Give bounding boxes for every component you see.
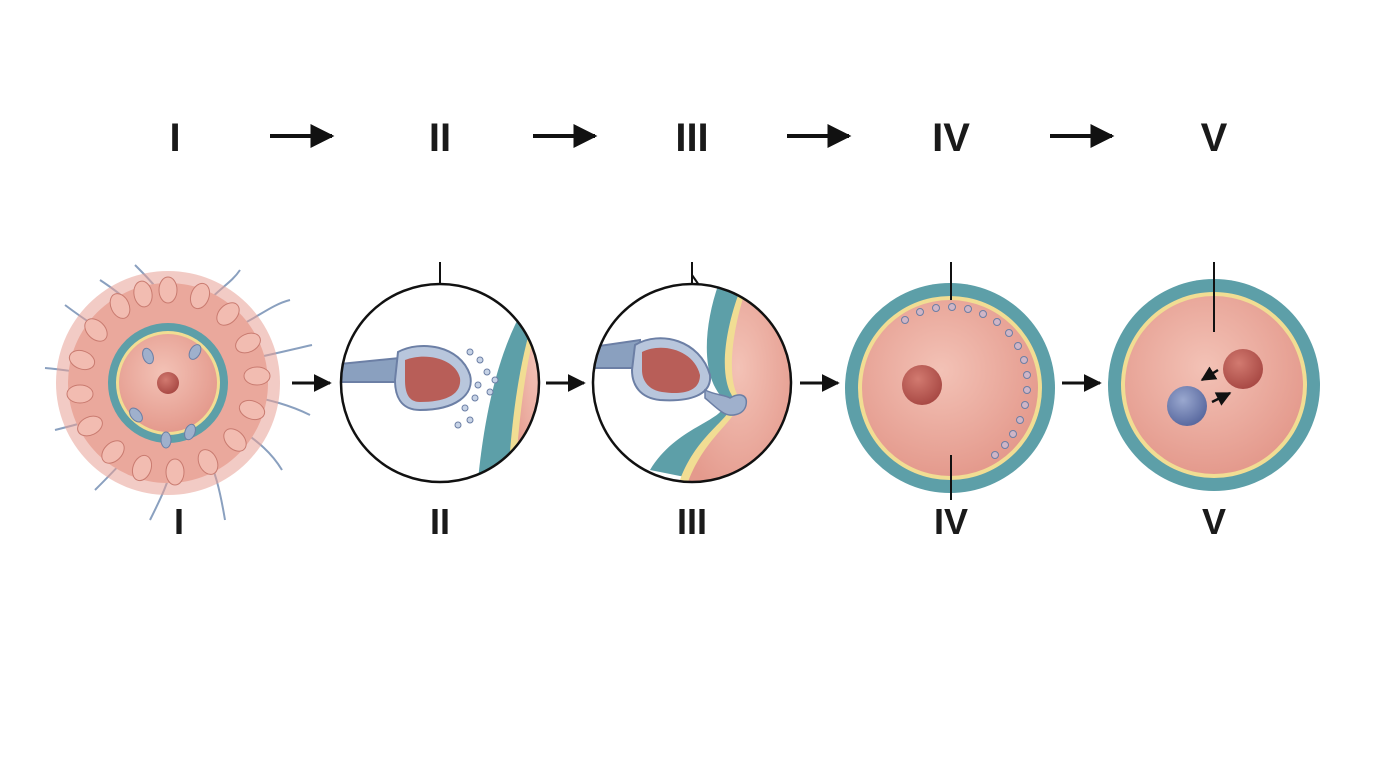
pronucleus-arrow-2 bbox=[1211, 391, 1232, 406]
fusion-site bbox=[704, 388, 748, 416]
pronucleus-arrow-1 bbox=[1200, 366, 1219, 382]
stage-5-pronuclei bbox=[1108, 262, 1320, 491]
bottom-label-stage-5: V bbox=[1201, 501, 1227, 542]
cytoplasm bbox=[862, 300, 1038, 476]
oocyte-nucleus bbox=[157, 372, 179, 394]
stage-4-cortical-reaction bbox=[845, 262, 1055, 500]
bottom-label-stage-1: I bbox=[173, 501, 185, 542]
bottom-label-stage-4: IV bbox=[933, 501, 969, 542]
sperm-nucleus bbox=[642, 347, 700, 394]
acrosomal-vesicles bbox=[454, 348, 499, 429]
cortical-granules bbox=[901, 303, 1031, 459]
female-pronucleus bbox=[1223, 349, 1263, 389]
stage-3-magnifier-ring bbox=[591, 282, 793, 484]
stage-3-zona-penetration bbox=[591, 262, 793, 484]
top-label-stage-2: II bbox=[428, 116, 452, 160]
oocyte-nucleus bbox=[902, 365, 942, 405]
stage-2-magnifier-ring bbox=[339, 282, 541, 484]
stage-2-acrosome-reaction bbox=[339, 262, 541, 484]
male-pronucleus bbox=[1167, 386, 1207, 426]
stage-1-oocyte bbox=[44, 264, 313, 521]
sperm-nucleus bbox=[405, 356, 461, 402]
bottom-label-stage-2: II bbox=[429, 501, 451, 542]
top-label-stage-5: V bbox=[1200, 116, 1228, 160]
bottom-label-stage-3: III bbox=[676, 501, 708, 542]
sperm-heads bbox=[129, 344, 202, 449]
cytoplasm bbox=[1125, 296, 1303, 474]
top-label-stage-1: I bbox=[169, 116, 181, 160]
top-label-stage-4: IV bbox=[932, 116, 970, 160]
top-label-stage-3: III bbox=[675, 116, 709, 160]
